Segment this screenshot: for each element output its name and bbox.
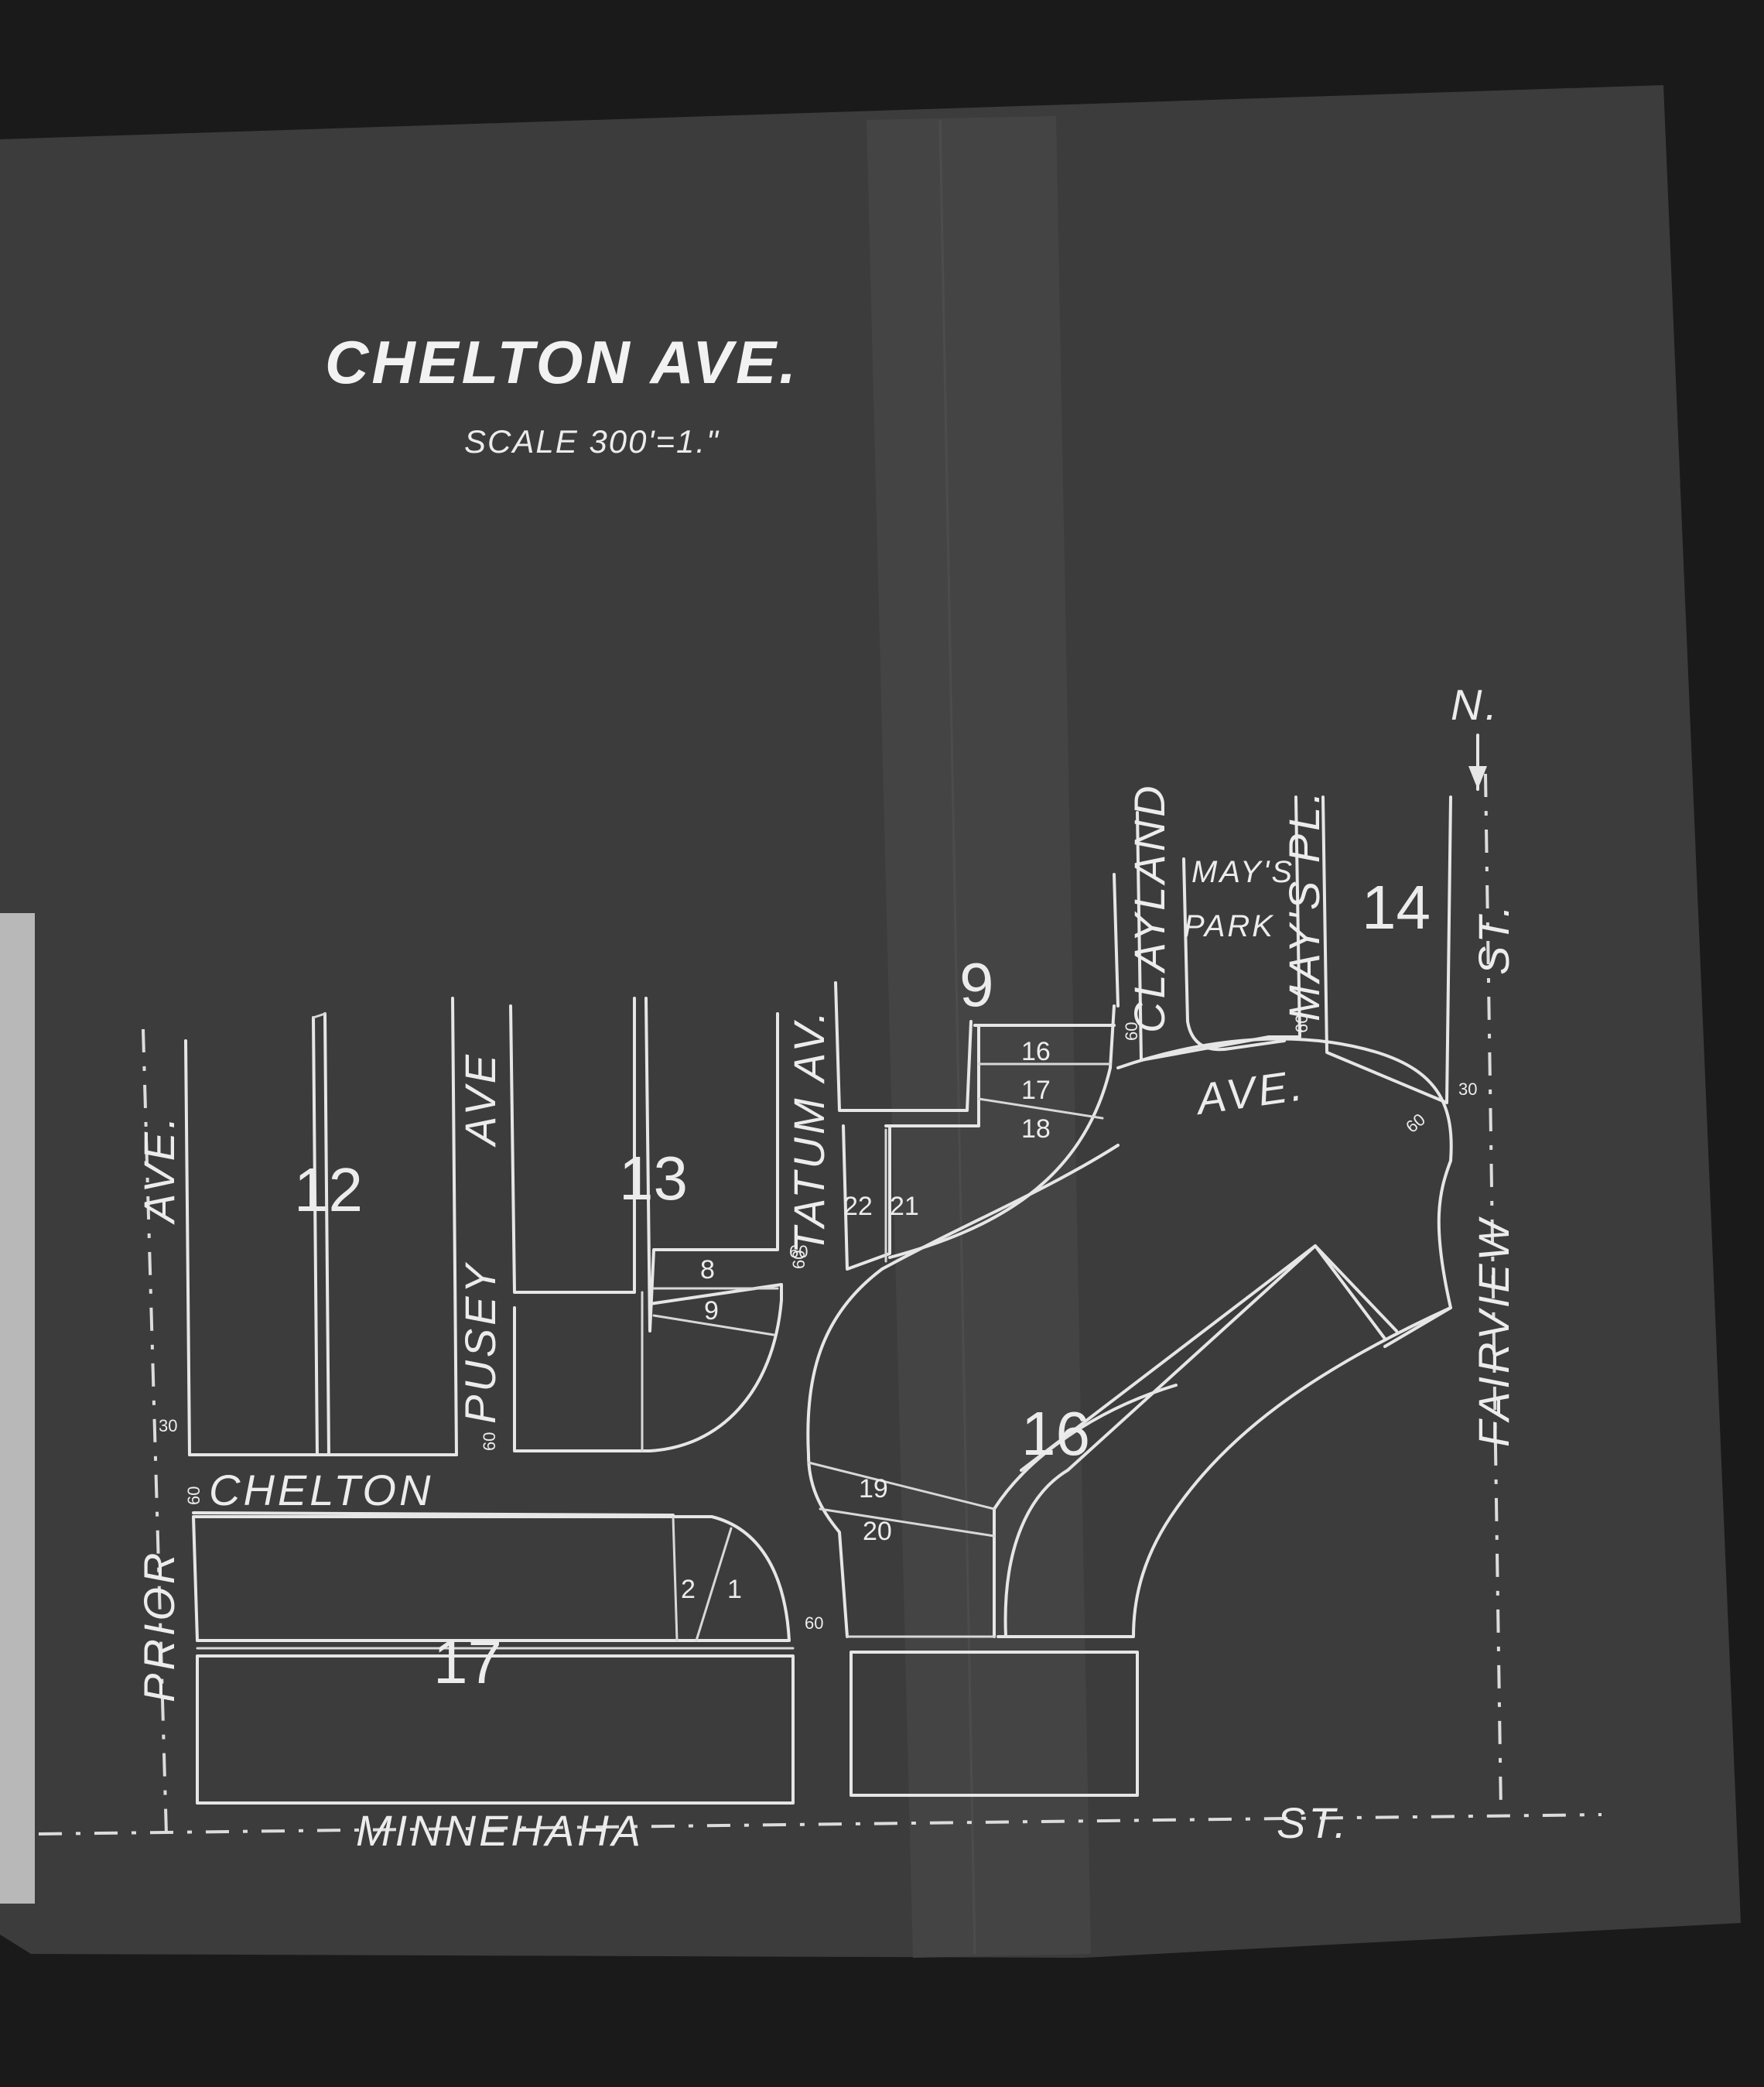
lot-number: 1 <box>727 1575 742 1604</box>
street-label-fairview: FAIRVIEW <box>1469 1216 1518 1447</box>
block-16 <box>806 1037 1453 1638</box>
lot-number: 22 <box>843 1192 873 1221</box>
street-width: 60 <box>1122 1022 1141 1041</box>
street-label-fairview-st: ST. <box>1469 902 1518 975</box>
fold-crease <box>938 119 976 1955</box>
street-width: 60 <box>789 1250 808 1269</box>
park-label-line2: PARK <box>1184 909 1275 943</box>
street-label-minnehaha-st: ST. <box>1277 1798 1349 1847</box>
lot-number: 9 <box>704 1296 719 1326</box>
north-label: N. <box>1451 680 1500 729</box>
street-label-chelton: CHELTON <box>209 1466 433 1514</box>
block-number: 12 <box>294 1155 363 1224</box>
street-width: 60 <box>1292 1014 1311 1033</box>
street-label-clayland: CLAYLAND <box>1125 782 1174 1033</box>
block-14 <box>1321 795 1452 1104</box>
block-number: 17 <box>433 1627 502 1696</box>
lot-number: 2 <box>681 1575 696 1604</box>
lot-number: 8 <box>700 1255 715 1285</box>
map-title: CHELTON AVE. <box>325 328 799 396</box>
block-number: 14 <box>1362 873 1431 942</box>
block-13 <box>509 997 783 1452</box>
street-width: 30 <box>159 1416 177 1435</box>
street-label-pusey: PUSEY <box>456 1261 504 1424</box>
minnehaha-st-centerline <box>38 1813 1602 1836</box>
street-label-prior-ave: AVE. <box>135 1114 183 1225</box>
lot-number: 21 <box>890 1192 919 1221</box>
chelton-south-edge <box>192 1511 675 1517</box>
block-number: 13 <box>619 1144 688 1213</box>
binding-edge <box>0 913 35 1904</box>
street-label-minnehaha: MINNEHAHA <box>356 1806 644 1855</box>
fairview-st-centerline <box>1484 773 1502 1812</box>
north-arrow-icon <box>1468 734 1487 791</box>
prior-ave-centerline <box>142 1028 168 1835</box>
street-width: 60 <box>480 1432 499 1451</box>
block-17 <box>192 1515 1139 1805</box>
street-label-mays-pl: MAY'S PL. <box>1280 789 1328 1021</box>
street-width: 60 <box>805 1613 823 1633</box>
paper-sheet <box>0 85 1741 1958</box>
park-label-line1: MAY'S <box>1191 855 1294 889</box>
street-width: 30 <box>1458 1079 1477 1099</box>
street-label-tatum: TATUM AV. <box>785 1008 833 1254</box>
block-number: 9 <box>959 950 994 1019</box>
lot-number: 18 <box>1021 1114 1051 1144</box>
street-label-pusey-ave: AVE <box>456 1052 504 1148</box>
street-width: 60 <box>184 1487 203 1505</box>
lot-number: 17 <box>1021 1076 1051 1105</box>
lot-number: 19 <box>859 1474 888 1504</box>
street-width: 60 <box>789 1242 808 1261</box>
map-scale: SCALE 300'=1." <box>464 423 720 460</box>
block-number: 16 <box>1021 1399 1090 1468</box>
lot-number: 16 <box>1021 1037 1051 1066</box>
lot-number: 20 <box>863 1517 892 1546</box>
street-label-prior: PRIOR <box>135 1550 183 1702</box>
